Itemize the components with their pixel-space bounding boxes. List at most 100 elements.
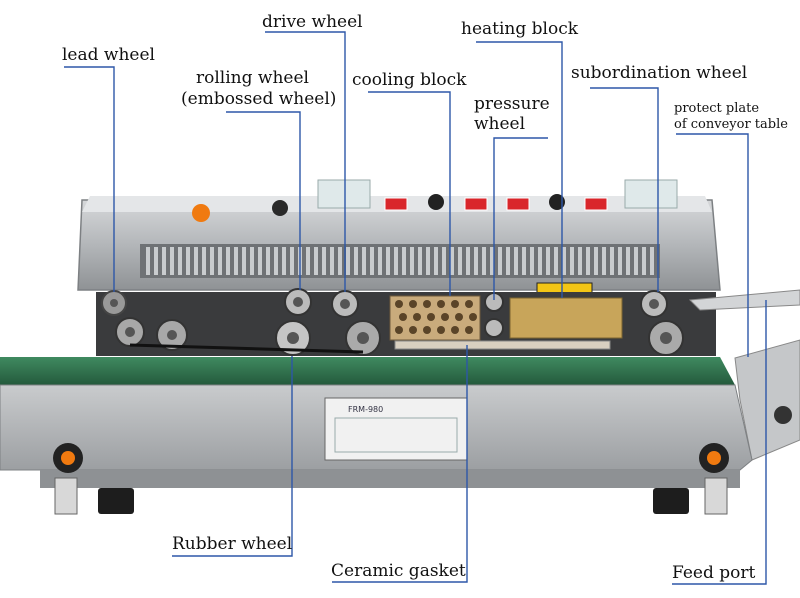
callout-lead-wheel — [64, 66, 115, 292]
callout-protect-plate — [676, 133, 749, 357]
vent-slot — [362, 247, 366, 275]
callout-rolling-wheel — [226, 111, 301, 290]
vent-slot — [162, 247, 166, 275]
callout-subordination-wheel — [590, 87, 659, 292]
vent-slot — [642, 247, 646, 275]
cooling-hole — [427, 313, 435, 321]
cooling-hole — [395, 326, 403, 334]
vent-slot — [234, 247, 238, 275]
vent-slot — [290, 247, 294, 275]
label-ceramic-gasket: Ceramic gasket — [331, 561, 466, 581]
vent-slot — [354, 247, 358, 275]
power-switch-1 — [384, 197, 408, 211]
orange-knob — [192, 204, 210, 222]
vent-slot — [434, 247, 438, 275]
label-pressure-wheel-line2: wheel — [474, 114, 526, 134]
cooling-hole — [399, 313, 407, 321]
lead-wheel — [101, 290, 127, 316]
cooling-block-holes — [395, 300, 477, 334]
power-switch-4 — [584, 197, 608, 211]
vent-slot — [450, 247, 454, 275]
vent-slot — [242, 247, 246, 275]
label-rolling-wheel-line1: rolling wheel — [196, 68, 309, 88]
conveyor-belt — [0, 357, 735, 385]
drive-wheel — [331, 290, 359, 318]
power-switch-2 — [464, 197, 488, 211]
ceramic-gasket — [394, 340, 611, 350]
cooling-hole — [437, 300, 445, 308]
vent-slot — [514, 247, 518, 275]
vent-slot — [146, 247, 150, 275]
vent-slot — [546, 247, 550, 275]
vent-slot — [594, 247, 598, 275]
vent-slot — [322, 247, 326, 275]
label-heating-block: heating block — [461, 19, 579, 39]
vent-slot — [498, 247, 502, 275]
callout-lines — [64, 31, 767, 585]
cooling-hole — [437, 326, 445, 334]
callout-cooling-block — [368, 91, 451, 296]
callout-drive-wheel — [265, 31, 346, 292]
nameplate — [324, 397, 468, 461]
base-lower-band — [40, 470, 740, 488]
vent-slot — [258, 247, 262, 275]
label-subordination-wheel: subordination wheel — [571, 63, 748, 83]
pressure-wheel — [484, 292, 504, 338]
power-switch-3 — [506, 197, 530, 211]
control-knob-1 — [428, 194, 444, 210]
vent-slot — [442, 247, 446, 275]
cooling-hole — [451, 326, 459, 334]
heating-block — [509, 297, 623, 339]
cooling-hole — [469, 313, 477, 321]
feed-port-plate — [734, 339, 800, 461]
label-protect-plate-line1: protect plate — [674, 101, 760, 116]
vent-slot — [650, 247, 654, 275]
label-cooling-block: cooling block — [352, 70, 467, 90]
cooling-hole — [465, 326, 473, 334]
vent-slot — [418, 247, 422, 275]
cooling-hole — [465, 300, 473, 308]
vent-slot — [474, 247, 478, 275]
cooling-hole — [395, 300, 403, 308]
side-wheel — [774, 406, 792, 424]
callout-ceramic-gasket — [332, 345, 468, 583]
vent-slot — [482, 247, 486, 275]
cooling-hole — [409, 326, 417, 334]
lower-wheel-left — [115, 317, 145, 347]
callout-feed-port — [672, 300, 767, 585]
cooling-hole — [455, 313, 463, 321]
nameplate-lines — [334, 417, 458, 453]
vent-slot — [386, 247, 390, 275]
cooling-hole — [409, 300, 417, 308]
drive-belt — [129, 343, 364, 354]
callout-pressure-wheel — [493, 137, 548, 300]
callout-heating-block — [476, 41, 563, 298]
vent-slot — [226, 247, 230, 275]
vent-slot — [346, 247, 350, 275]
vent-slot — [306, 247, 310, 275]
left-adjust-knob — [53, 443, 83, 473]
vent-slot — [562, 247, 566, 275]
vent-slot — [370, 247, 374, 275]
vent-slot — [618, 247, 622, 275]
vent-slot — [578, 247, 582, 275]
vent-slot — [210, 247, 214, 275]
vent-slot — [602, 247, 606, 275]
nameplate-model: FRM-980 — [348, 405, 383, 414]
vent-slot — [154, 247, 158, 275]
vent-slot — [426, 247, 430, 275]
vent-slot — [314, 247, 318, 275]
cooling-hole — [451, 300, 459, 308]
indicator-window-left — [317, 179, 371, 209]
control-knob-2 — [549, 194, 565, 210]
vent-slot — [458, 247, 462, 275]
indicator-window-right — [624, 179, 678, 209]
cooling-hole — [413, 313, 421, 321]
label-rolling-wheel-line2: (embossed wheel) — [181, 89, 337, 109]
vent-slot — [274, 247, 278, 275]
lower-wheel-right — [648, 320, 684, 356]
vent-slot — [490, 247, 494, 275]
vent-slot — [338, 247, 342, 275]
